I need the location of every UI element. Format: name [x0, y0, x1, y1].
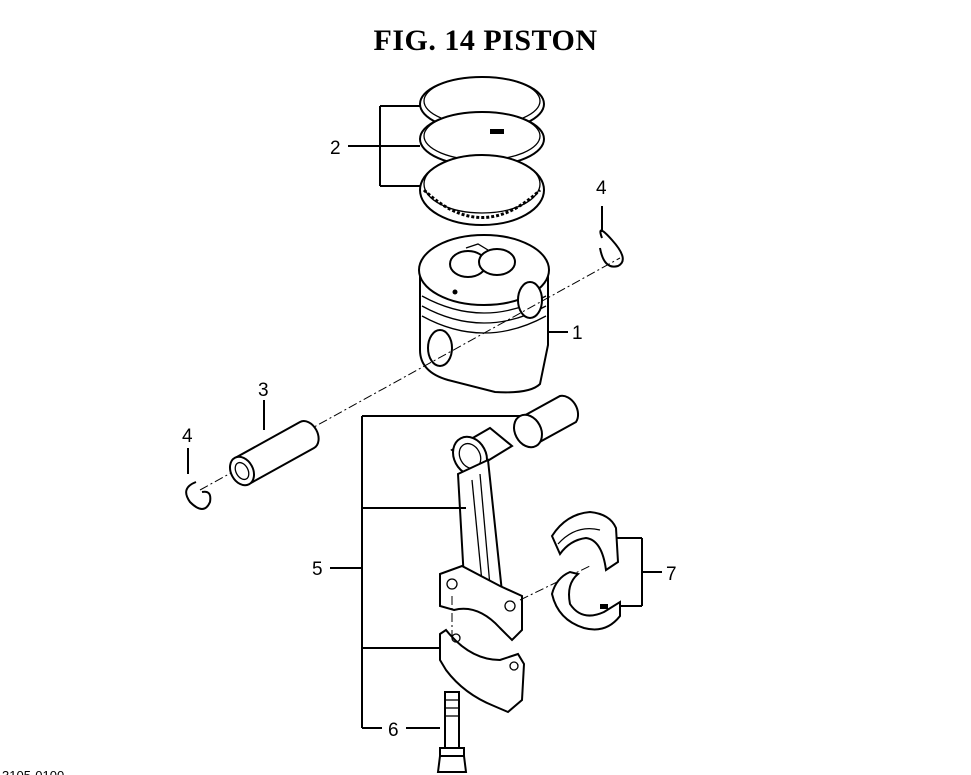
callout-2: 2: [330, 138, 341, 159]
callout-1: 1: [572, 323, 583, 344]
callout-4-right: 4: [596, 178, 607, 199]
callout-3: 3: [258, 380, 269, 401]
callout-7: 7: [666, 564, 677, 585]
snap-ring-left[interactable]: [185, 481, 212, 510]
connecting-rod-assembly[interactable]: [439, 394, 580, 714]
figure-title: FIG. 14 PISTON: [373, 24, 598, 57]
callout-4-left: 4: [182, 426, 193, 447]
rod-bolt[interactable]: [436, 691, 468, 773]
callout-bracket-5: [330, 415, 520, 729]
drawing-code: 3105-0100: [2, 768, 64, 775]
bearing-axis-line: [519, 565, 591, 601]
callout-bracket-7: [616, 537, 662, 607]
bearing-shells[interactable]: [550, 510, 621, 631]
piston[interactable]: [418, 234, 550, 394]
callout-bracket-2: [348, 105, 420, 187]
callout-6: 6: [388, 720, 399, 741]
piston-rings[interactable]: [419, 76, 545, 226]
pin-axis-line: [199, 257, 621, 491]
piston-pin[interactable]: [225, 420, 320, 489]
snap-ring-right[interactable]: [599, 229, 624, 268]
callout-5: 5: [312, 559, 323, 580]
